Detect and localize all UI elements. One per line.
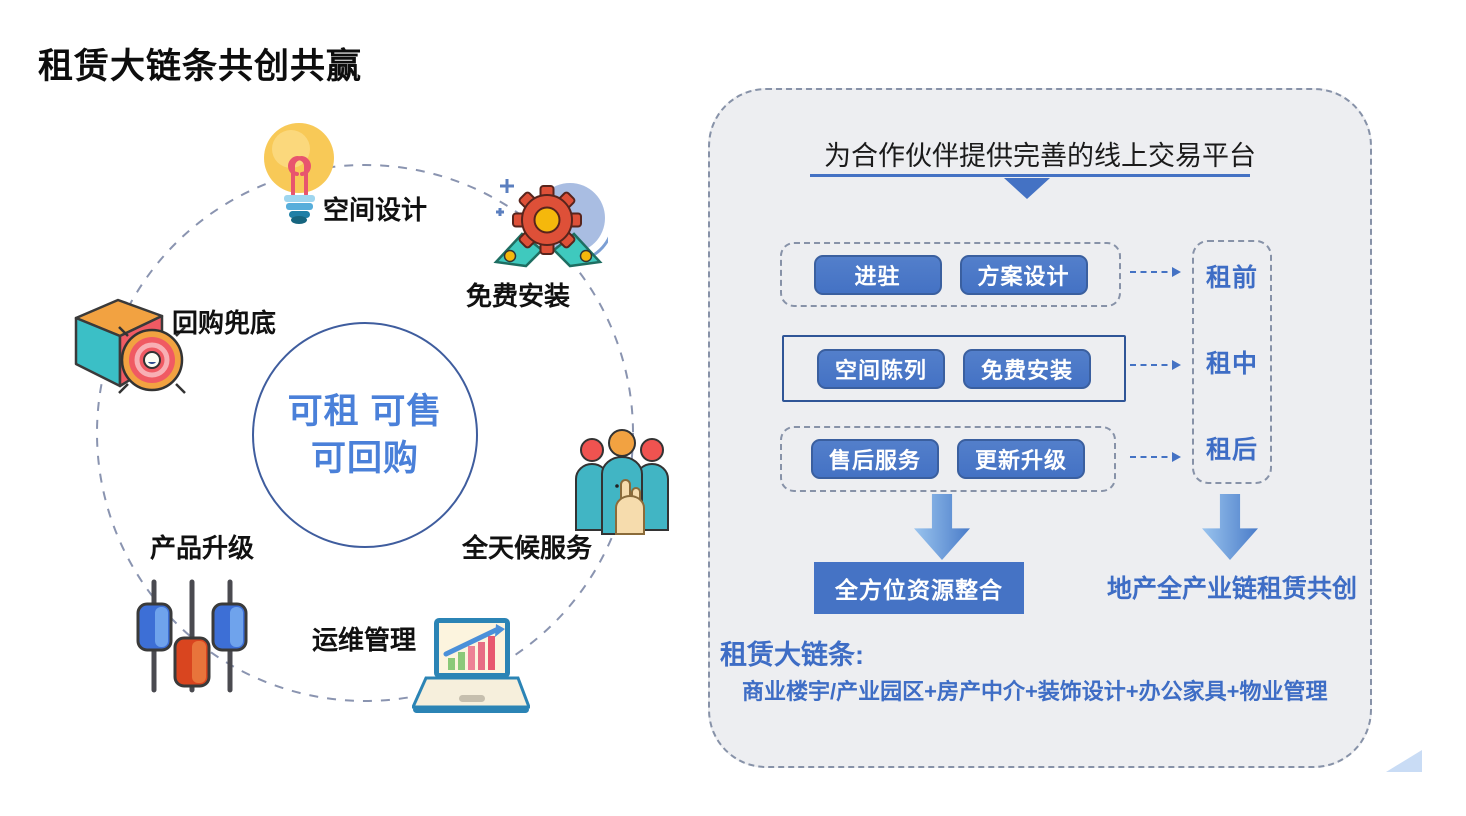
flow-row-mid-lease: 空间陈列 免费安装 (782, 335, 1126, 402)
platform-panel: 为合作伙伴提供完善的线上交易平台 进驻 方案设计 空间陈列 免费安装 售后服务 … (708, 88, 1372, 768)
flow-button-update-upgrade: 更新升级 (957, 439, 1085, 479)
flow-row-pre-lease: 进驻 方案设计 (780, 242, 1121, 307)
title-underline (810, 174, 1250, 177)
footer-chain-label: 租赁大链条: (720, 640, 864, 670)
center-circle: 可租 可售 可回购 (252, 322, 478, 548)
cycle-label-free-install: 免费安装 (466, 281, 571, 311)
stage-pre-lease: 租前 (1205, 264, 1258, 292)
big-down-arrow-icon (914, 494, 970, 560)
stage-column: 租前 租中 租后 (1192, 240, 1272, 484)
big-down-arrow-icon (1202, 494, 1258, 560)
lightbulb-icon (264, 123, 334, 224)
laptop-chart-icon (412, 618, 530, 713)
title-arrow-down-icon (1004, 178, 1050, 199)
flow-button-plan-design: 方案设计 (959, 254, 1088, 295)
stage-mid-lease: 租中 (1205, 350, 1258, 378)
gear-install-icon (493, 177, 608, 268)
dashed-arrow-right-icon (1130, 452, 1181, 462)
center-text-line2: 可回购 (310, 439, 419, 478)
dashed-arrow-right-icon (1130, 267, 1181, 277)
cycle-label-allday-service: 全天候服务 (462, 533, 593, 563)
center-text-line1: 可租 可售 (287, 391, 443, 431)
cycle-label-product-upgrade: 产品升级 (150, 533, 255, 563)
flow-button-enter: 进驻 (813, 254, 942, 295)
page-title: 租赁大链条共创共赢 (38, 47, 363, 86)
team-service-icon (575, 429, 669, 535)
flow-row-post-lease: 售后服务 更新升级 (780, 426, 1116, 492)
result-industry-cocreation: 地产全产业链租赁共创 (1106, 575, 1357, 603)
cycle-label-space-design: 空间设计 (323, 195, 428, 225)
flow-button-space-display: 空间陈列 (817, 348, 945, 389)
cycle-label-ops-management: 运维管理 (312, 625, 417, 655)
sliders-icon (136, 579, 248, 693)
footer-chain-text: 商业楼宇/产业园区+房产中介+装饰设计+办公家具+物业管理 (742, 679, 1328, 704)
dashed-arrow-right-icon (1130, 360, 1181, 370)
result-resource-integration: 全方位资源整合 (814, 562, 1024, 614)
box-target-icon (74, 298, 186, 394)
cycle-label-buyback: 回购兜底 (172, 308, 277, 338)
flow-button-after-sales: 售后服务 (811, 439, 939, 479)
flow-button-free-install: 免费安装 (963, 348, 1091, 389)
stage-post-lease: 租后 (1205, 436, 1258, 464)
panel-title: 为合作伙伴提供完善的线上交易平台 (824, 141, 1256, 171)
